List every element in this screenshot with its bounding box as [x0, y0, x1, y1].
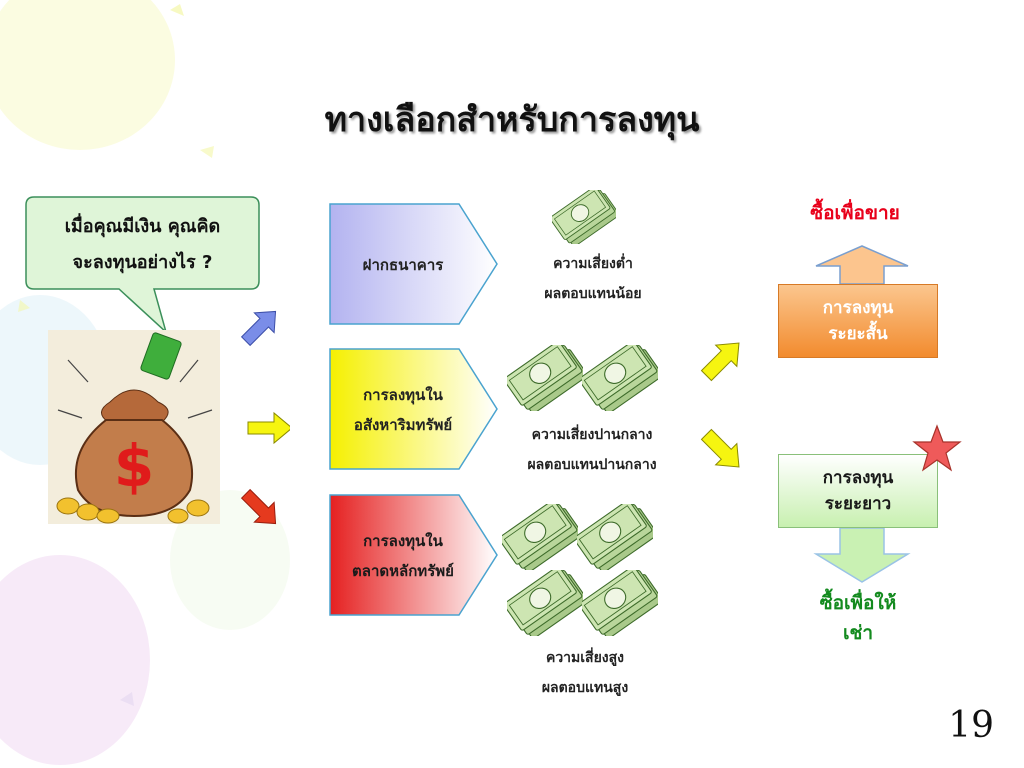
option-label: การลงทุนใน ตลาดหลักทรัพย์ [329, 494, 477, 617]
option-label: การลงทุนใน อสังหาริมทรัพย์ [329, 348, 477, 471]
long-term-line-2: ระยะยาว [824, 494, 892, 514]
money-bag-icon: $ [48, 330, 220, 524]
banknote-stack-icon [582, 345, 658, 411]
arrow-to-short-term [700, 342, 740, 382]
arrow-down-right [240, 488, 277, 525]
risk-text: ความเสี่ยงสูง [545, 650, 625, 666]
option-label-line-1: การลงทุนใน [363, 385, 443, 404]
short-term-line-1: การลงทุน [822, 298, 894, 318]
banknote-stack-icon [552, 190, 616, 244]
up-arrow-icon [815, 245, 909, 285]
option-bank-deposit: ฝากธนาคาร [329, 203, 499, 326]
star-icon [912, 424, 962, 472]
buy-to-sell-label: ซื้อเพื่อขาย [810, 202, 900, 224]
short-term-line-2: ระยะสั้น [828, 324, 888, 344]
banknote-stack-icon [507, 570, 583, 636]
risk-return-caption-2: ความเสี่ยงปานกลาง ผลตอบแทนปานกลาง [492, 420, 692, 480]
option-label-line-2: ตลาดหลักทรัพย์ [352, 561, 454, 580]
option-arrows [240, 310, 290, 525]
page-title: ทางเลือกสำหรับการลงทุน [324, 100, 700, 140]
banknote-stack-icon [502, 504, 578, 570]
speech-bubble-shape [25, 196, 260, 335]
arrow-right [247, 411, 290, 445]
return-text: ผลตอบแทนปานกลาง [527, 457, 657, 473]
option-real-estate: การลงทุนใน อสังหาริมทรัพย์ [329, 348, 499, 471]
bubble-line-2: จะลงทุนอย่างไร ? [72, 252, 213, 273]
rent-line-2: เช่า [842, 622, 874, 644]
return-text: ผลตอบแทนน้อย [544, 286, 642, 302]
risk-text: ความเสี่ยงปานกลาง [531, 427, 653, 443]
long-term-line-1: การลงทุน [822, 468, 894, 488]
arrow-to-long-term [700, 428, 740, 468]
risk-return-caption-1: ความเสี่ยงต่ำ ผลตอบแทนน้อย [493, 249, 693, 309]
option-label: ฝากธนาคาร [362, 255, 444, 274]
horizon-arrows [700, 342, 740, 468]
option-label-line-2: อสังหาริมทรัพย์ [353, 415, 453, 434]
banknote-stack-icon [582, 570, 658, 636]
speech-bubble: เมื่อคุณมีเงิน คุณคิด จะลงทุนอย่างไร ? [24, 195, 261, 335]
rent-line-1: ซื้อเพื่อให้ [819, 592, 897, 614]
bubble-line-1: เมื่อคุณมีเงิน คุณคิด [64, 216, 221, 237]
risk-return-caption-3: ความเสี่ยงสูง ผลตอบแทนสูง [485, 643, 685, 703]
down-arrow-icon [813, 528, 911, 583]
option-label-line-1: การลงทุนใน [363, 531, 443, 550]
long-term-investment-box: การลงทุน ระยะยาว [778, 454, 938, 528]
arrow-up-right [240, 310, 277, 347]
short-term-investment-box: การลงทุน ระยะสั้น [778, 284, 938, 358]
risk-text: ความเสี่ยงต่ำ [553, 256, 633, 272]
option-stock-market: การลงทุนใน ตลาดหลักทรัพย์ [329, 494, 499, 617]
page-number: 19 [948, 705, 994, 746]
banknote-stack-icon [507, 345, 583, 411]
svg-text:$: $ [114, 432, 154, 500]
buy-to-rent-label: ซื้อเพื่อให้ เช่า [763, 588, 953, 648]
return-text: ผลตอบแทนสูง [541, 680, 629, 696]
banknote-stack-icon [577, 504, 653, 570]
